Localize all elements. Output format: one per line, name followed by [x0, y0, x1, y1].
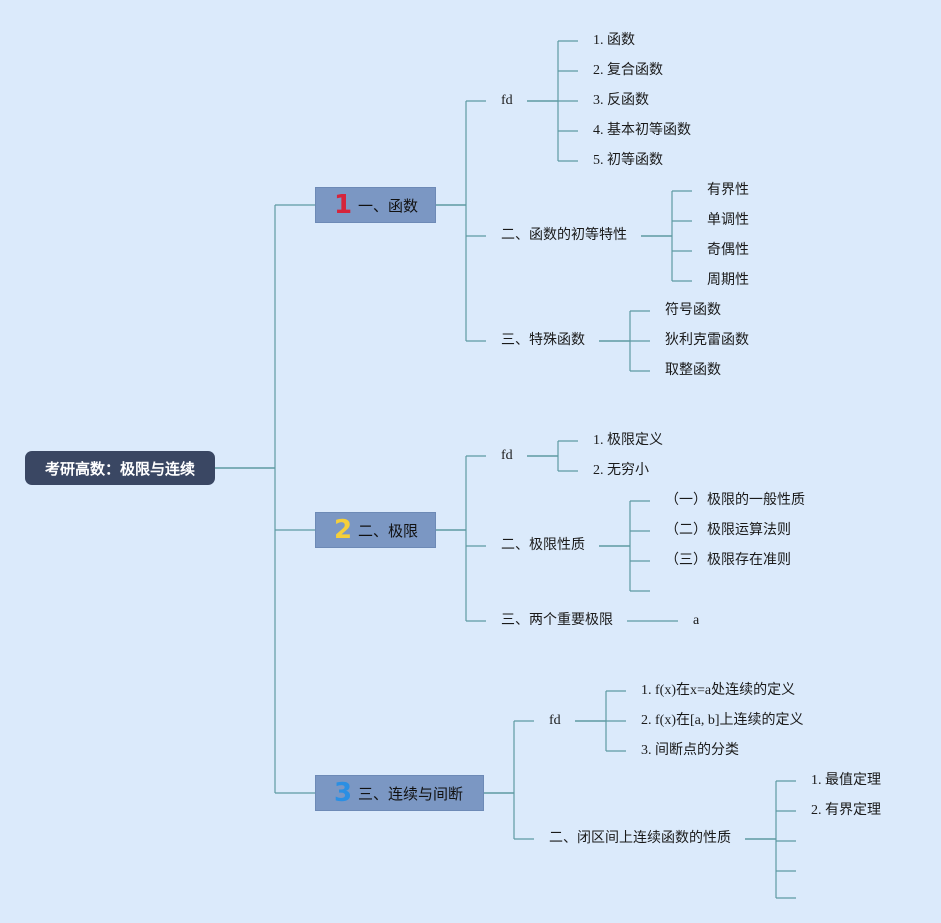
number-2-icon: 2 — [334, 515, 353, 545]
leaf-node[interactable]: a — [693, 613, 700, 628]
root-node[interactable]: 考研高数：极限与连续 — [25, 451, 215, 485]
leaf-node[interactable]: （一）极限的一般性质 — [665, 493, 805, 508]
root-label: 考研高数：极限与连续 — [44, 459, 195, 478]
number-1-icon: 1 — [334, 190, 353, 220]
leaf-node[interactable]: 1. f(x)在x=a处连续的定义 — [641, 683, 796, 698]
branch-label: 三、连续与间断 — [358, 784, 464, 803]
leaf-node[interactable]: （三）极限存在准则 — [665, 553, 791, 568]
number-3-icon: 3 — [334, 778, 353, 808]
leaf-node[interactable]: 奇偶性 — [707, 243, 749, 258]
leaf-node[interactable]: 单调性 — [707, 213, 749, 228]
branch-continuity[interactable]: 3 三、连续与间断 — [315, 775, 484, 811]
subtopic-node[interactable]: 二、极限性质 — [501, 538, 585, 553]
branch-label: 二、极限 — [358, 521, 419, 540]
leaf-node[interactable]: （二）极限运算法则 — [665, 523, 791, 538]
leaf-node[interactable]: 5. 初等函数 — [593, 153, 663, 168]
leaf-node[interactable]: 3. 反函数 — [593, 93, 649, 108]
leaf-node[interactable]: 2. 有界定理 — [811, 803, 881, 818]
leaf-node[interactable]: 周期性 — [707, 273, 749, 288]
leaf-node[interactable]: 符号函数 — [665, 303, 721, 318]
leaf-node[interactable]: 取整函数 — [665, 363, 721, 378]
subtopic-node[interactable]: 三、两个重要极限 — [501, 613, 613, 628]
leaf-node[interactable]: 狄利克雷函数 — [665, 333, 749, 348]
leaf-node[interactable]: 2. f(x)在[a, b]上连续的定义 — [641, 713, 804, 728]
leaf-node[interactable]: 1. 函数 — [593, 33, 635, 48]
subtopic-node[interactable]: 三、特殊函数 — [501, 333, 585, 348]
leaf-node[interactable]: 2. 复合函数 — [593, 63, 663, 78]
leaf-node[interactable]: 有界性 — [707, 183, 749, 198]
subtopic-node[interactable]: fd — [501, 93, 513, 108]
leaf-node[interactable]: 1. 极限定义 — [593, 433, 663, 448]
subtopic-node[interactable]: fd — [501, 448, 513, 463]
leaf-node[interactable]: 4. 基本初等函数 — [593, 123, 691, 138]
branch-functions[interactable]: 1 一、函数 — [315, 187, 436, 223]
subtopic-node[interactable]: fd — [549, 713, 561, 728]
leaf-node[interactable]: 2. 无穷小 — [593, 463, 649, 478]
branch-limits[interactable]: 2 二、极限 — [315, 512, 436, 548]
leaf-node[interactable]: 1. 最值定理 — [811, 773, 881, 788]
subtopic-node[interactable]: 二、函数的初等特性 — [501, 228, 627, 243]
leaf-node[interactable]: 3. 间断点的分类 — [641, 743, 739, 758]
branch-label: 一、函数 — [358, 196, 419, 215]
subtopic-node[interactable]: 二、闭区间上连续函数的性质 — [549, 831, 731, 846]
